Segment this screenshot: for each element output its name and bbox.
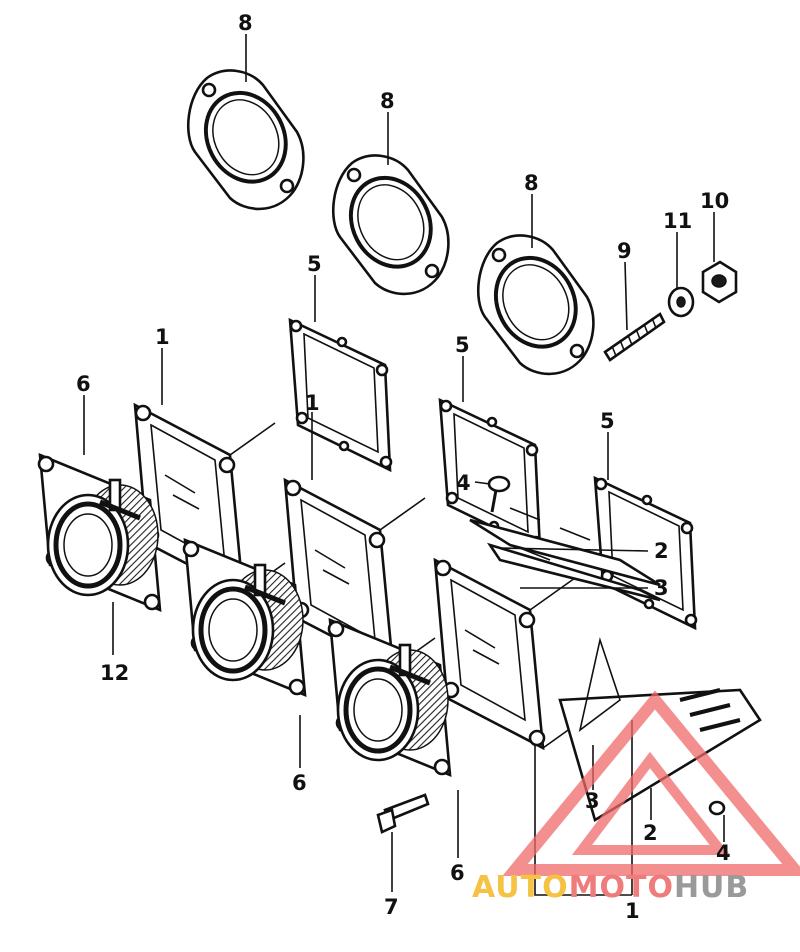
callout-1a: 1 — [155, 325, 170, 349]
screw-upper — [487, 475, 511, 513]
callout-6c: 6 — [450, 861, 465, 885]
intake-manifold-3 — [329, 620, 450, 775]
callout-labels: 8 8 8 10 11 9 5 5 5 1 1 6 4 2 3 12 6 3 2… — [76, 11, 731, 923]
callout-9: 9 — [617, 239, 632, 263]
flange-gasket-3 — [476, 233, 596, 376]
callout-5c: 5 — [600, 409, 615, 433]
washer — [667, 286, 695, 318]
callout-6a: 6 — [76, 372, 91, 396]
flange-gasket-1 — [186, 68, 306, 211]
callout-3b: 3 — [585, 789, 600, 813]
callout-8a: 8 — [238, 11, 253, 35]
callout-1b: 1 — [305, 391, 320, 415]
flange-gasket-2 — [331, 153, 451, 296]
screw-lower — [708, 800, 726, 816]
intake-manifold-2 — [184, 540, 305, 695]
callout-3a: 3 — [654, 576, 669, 600]
callout-8b: 8 — [380, 89, 395, 113]
callout-1c: 1 — [625, 899, 640, 923]
callout-2a: 2 — [654, 539, 669, 563]
callout-10: 10 — [700, 189, 729, 213]
callout-4a: 4 — [456, 471, 471, 495]
watermark-logo-icon — [502, 690, 800, 876]
callout-5a: 5 — [307, 252, 322, 276]
watermark-text: AUTOMOTOHUB — [472, 870, 749, 905]
watermark-auto: AUTO — [472, 870, 569, 905]
callout-11: 11 — [663, 209, 692, 233]
watermark-moto: MOTO — [569, 870, 674, 905]
callout-5b: 5 — [455, 333, 470, 357]
reed-plate-3 — [593, 476, 698, 630]
watermark-hub: HUB — [674, 870, 749, 905]
callout-7: 7 — [384, 895, 399, 919]
callout-4b: 4 — [716, 841, 731, 865]
hex-nut — [701, 260, 738, 304]
stud-bolt — [603, 312, 666, 362]
callout-12: 12 — [100, 661, 129, 685]
callout-8c: 8 — [524, 171, 539, 195]
bolt — [376, 793, 430, 834]
reed-valve-petals — [469, 507, 661, 602]
callout-6b: 6 — [292, 771, 307, 795]
callout-2b: 2 — [643, 821, 658, 845]
